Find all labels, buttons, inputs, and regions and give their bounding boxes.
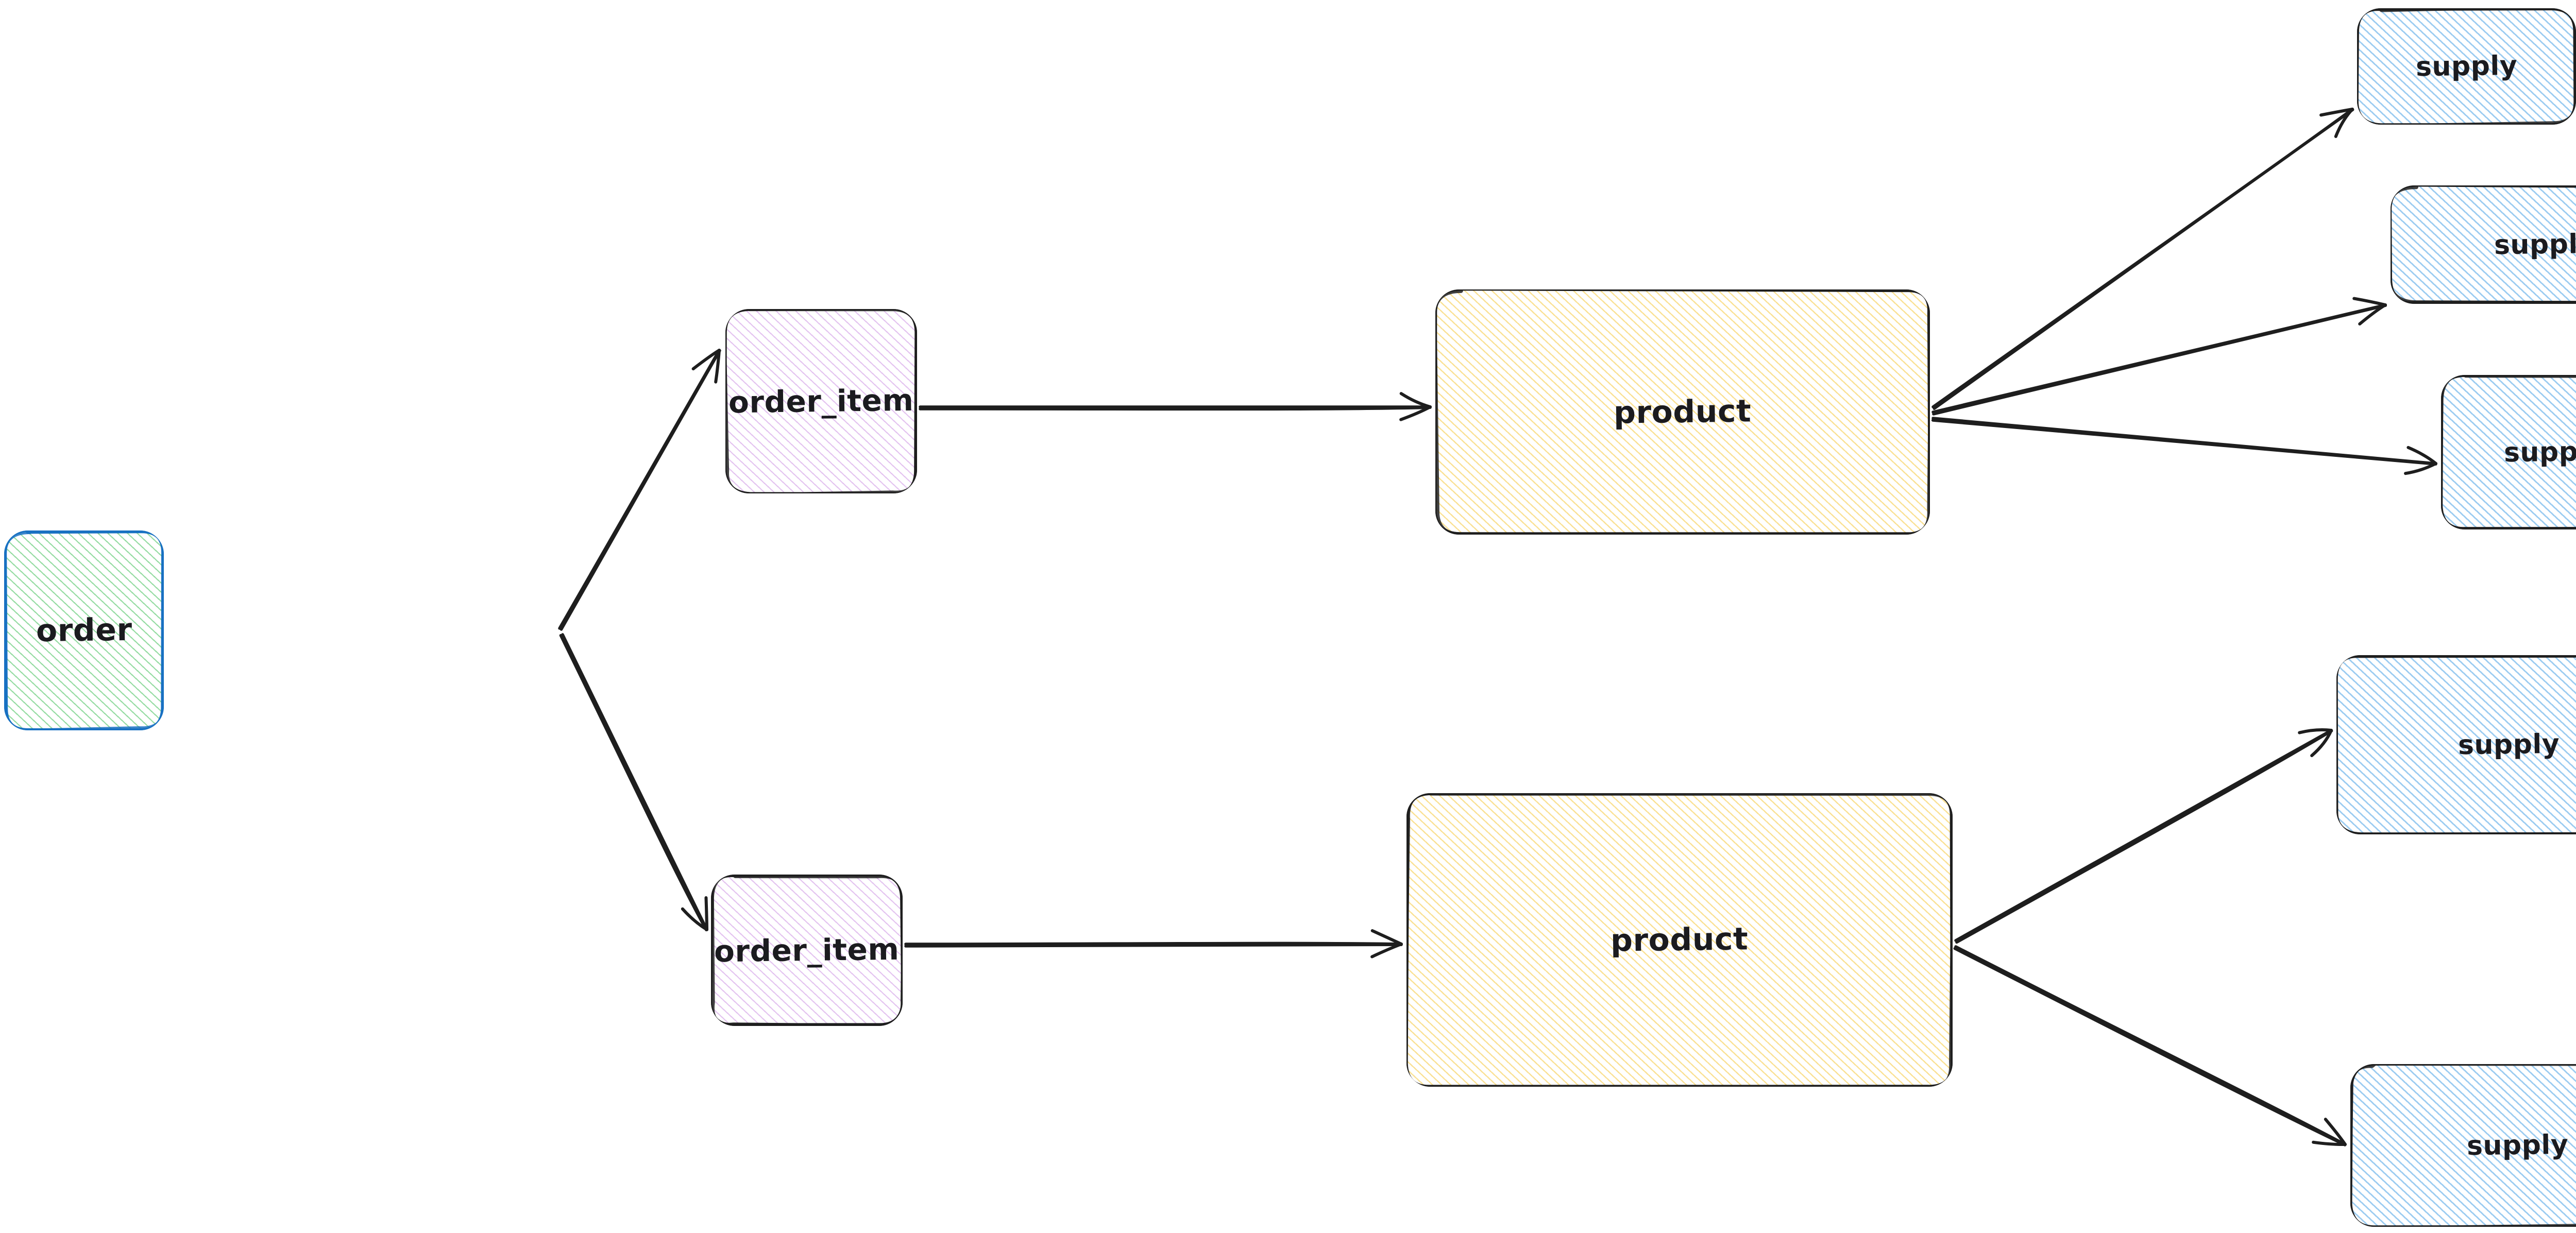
node-label-order_item_1: order_item <box>728 382 914 420</box>
node-label-supply_3: supply <box>2504 436 2576 469</box>
node-product_1[interactable]: product <box>1435 289 1930 535</box>
node-label-order_item_2: order_item <box>714 931 900 969</box>
node-order[interactable]: order <box>4 530 164 730</box>
node-supply_4[interactable]: supply <box>2336 655 2576 834</box>
edge-order-to-order_item_2 <box>559 633 708 932</box>
edge-product_2-to-supply_4 <box>1954 728 2333 944</box>
node-product_2[interactable]: product <box>1406 793 1953 1087</box>
edge-product_1-to-supply_1 <box>1931 108 2354 410</box>
node-supply_5[interactable]: supply <box>2350 1064 2576 1227</box>
node-label-supply_5: supply <box>2467 1129 2569 1162</box>
node-order_item_2[interactable]: order_item <box>711 875 903 1026</box>
node-label-supply_1: supply <box>2415 50 2518 83</box>
node-supply_1[interactable]: supply <box>2357 8 2576 125</box>
node-label-order: order <box>36 611 132 649</box>
node-label-supply_2: supply <box>2494 228 2576 261</box>
edge-order-to-order_item_1 <box>558 349 721 631</box>
node-order_item_1[interactable]: order_item <box>725 309 917 493</box>
edge-order_item_1-to-product_1 <box>919 392 1432 421</box>
edge-product_1-to-supply_3 <box>1931 417 2437 475</box>
node-label-supply_4: supply <box>2458 728 2560 761</box>
node-supply_2[interactable]: supply <box>2391 185 2576 304</box>
edge-order_item_2-to-product_2 <box>904 929 1403 958</box>
edge-product_2-to-supply_5 <box>1953 945 2347 1146</box>
node-label-product_1: product <box>1613 393 1752 431</box>
node-supply_3[interactable]: supply <box>2441 375 2576 529</box>
node-label-product_2: product <box>1610 921 1749 959</box>
edge-product_1-to-supply_2 <box>1931 297 2387 416</box>
